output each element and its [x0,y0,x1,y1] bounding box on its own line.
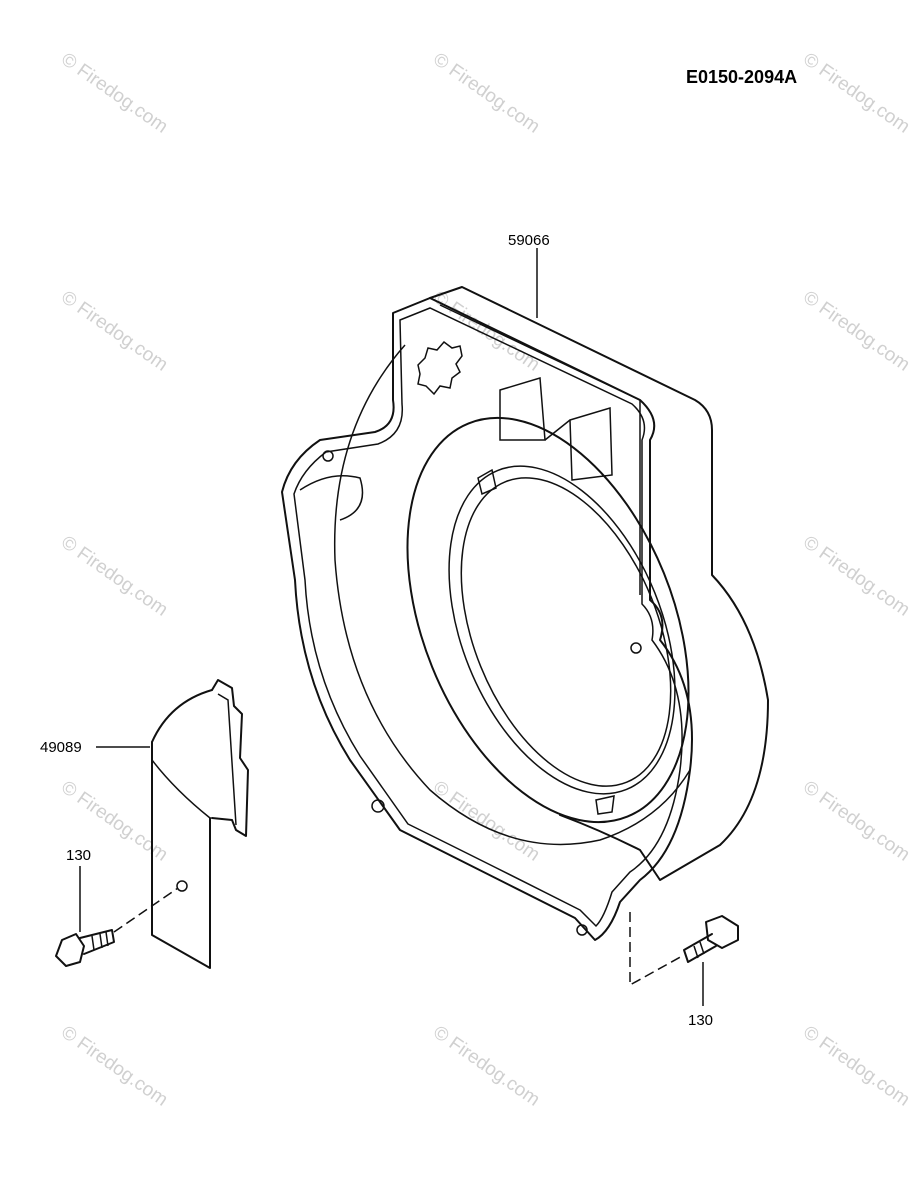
cover-part [151,679,249,969]
leader-lines [79,248,704,1006]
watermark: © Firedog.com [799,49,913,138]
part-label-49089: 49089 [40,739,82,756]
watermark: © Firedog.com [429,287,543,376]
watermark-layer: © Firedog.com © Firedog.com © Firedog.co… [57,49,913,1111]
part-label-130-right: 130 [688,1012,713,1029]
watermark: © Firedog.com [429,1022,543,1111]
watermark: © Firedog.com [429,49,543,138]
watermark: © Firedog.com [799,1022,913,1111]
part-label-130-left: 130 [66,847,91,864]
bolt-left-part [55,929,115,967]
fan-housing-part [281,286,769,941]
watermark: © Firedog.com [57,287,171,376]
watermark: © Firedog.com [57,532,171,621]
part-label-59066: 59066 [508,232,550,249]
watermark: © Firedog.com [799,777,913,866]
watermark: © Firedog.com [799,532,913,621]
watermark: © Firedog.com [57,1022,171,1111]
watermark: © Firedog.com [799,287,913,376]
watermark: © Firedog.com [57,49,171,138]
drawing-code: E0150-2094A [686,67,797,87]
bolt-right-part [683,915,739,963]
